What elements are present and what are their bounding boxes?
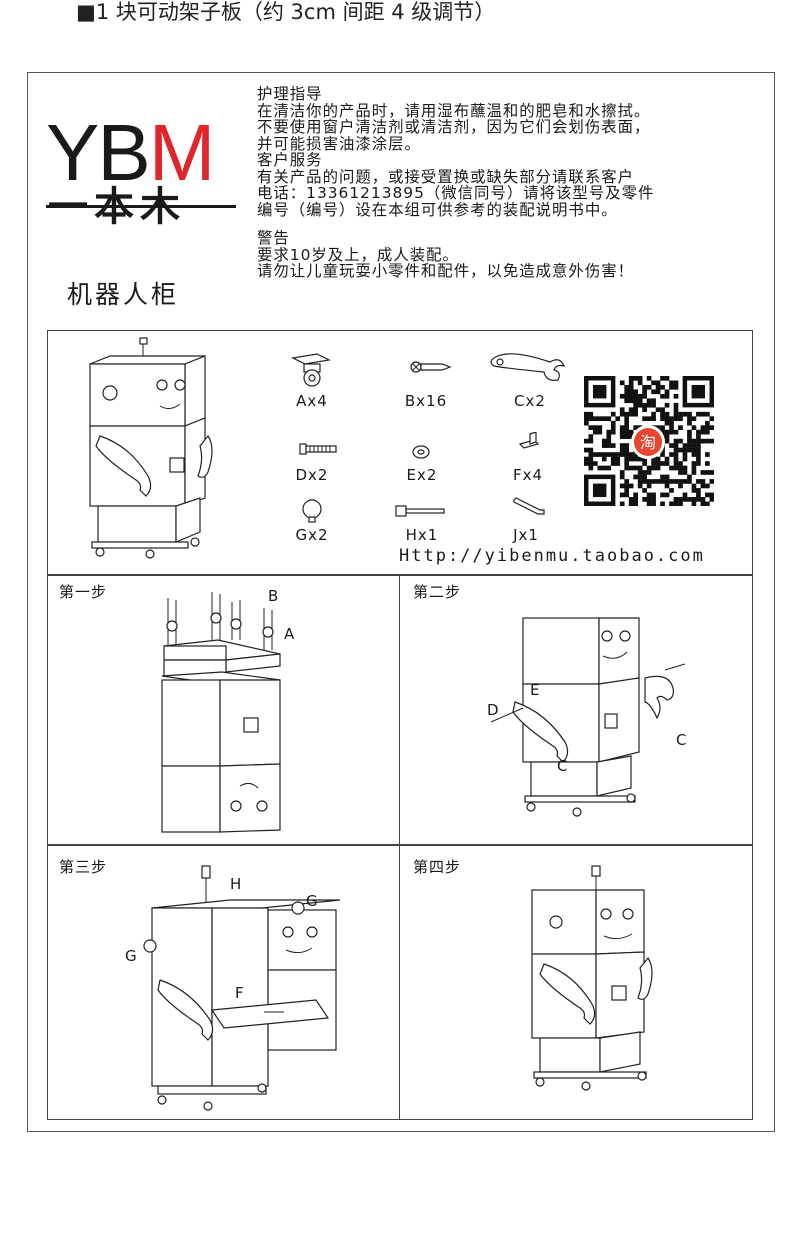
callout-label: E bbox=[530, 681, 540, 699]
callout-label: G bbox=[306, 892, 318, 910]
step-3-illustration bbox=[143, 865, 341, 1111]
part-label: Bx16 bbox=[404, 392, 448, 410]
warning-line: 要求10岁及上，成人装配。 bbox=[257, 245, 459, 264]
step-2-panel bbox=[399, 575, 753, 845]
step-1-illustration bbox=[161, 592, 281, 833]
callout-label: D bbox=[487, 701, 499, 719]
service-line: 编号（编号）设在本组可供参考的装配说明书中。 bbox=[257, 200, 618, 219]
knob-icon bbox=[302, 499, 322, 523]
step-4-panel bbox=[399, 845, 753, 1120]
qr-code bbox=[584, 376, 714, 506]
part-label: Dx2 bbox=[295, 466, 329, 484]
allen-key-icon bbox=[513, 497, 545, 515]
brand-letter-m: M bbox=[148, 108, 216, 197]
wrench-arm-icon bbox=[490, 353, 565, 381]
screw-icon bbox=[410, 361, 452, 373]
service-line: 电话：13361213895（微信同号）请将该型号及零件 bbox=[257, 184, 655, 202]
care-line: 并可能损害油漆涂层。 bbox=[257, 134, 421, 153]
taobao-badge: 淘 bbox=[631, 425, 665, 459]
callout-label: B bbox=[268, 587, 279, 605]
assembled-robot-illustration bbox=[89, 337, 213, 559]
page-heading: ■1 块可动架子板（约 3cm 间距 4 级调节） bbox=[76, 0, 496, 24]
part-label: Fx4 bbox=[512, 466, 544, 484]
service-title: 客户服务 bbox=[257, 151, 323, 169]
callout-label: F bbox=[235, 984, 244, 1002]
brand-letter-y: Y bbox=[46, 108, 99, 197]
part-label: Ex2 bbox=[406, 466, 438, 484]
taobao-badge-text: 淘 bbox=[640, 433, 656, 452]
part-label: Hx1 bbox=[405, 526, 439, 544]
step-2-title: 第二步 bbox=[413, 583, 462, 601]
caster-wheel-icon bbox=[291, 353, 331, 387]
step-2-illustration bbox=[490, 617, 686, 817]
part-label: Ax4 bbox=[296, 392, 328, 410]
antenna-rod-icon bbox=[395, 505, 445, 517]
store-url: Http://yibenmu.taobao.com bbox=[399, 546, 705, 566]
part-label: Jx1 bbox=[513, 526, 539, 544]
bolt-icon bbox=[299, 443, 337, 455]
bracket-icon bbox=[518, 432, 540, 449]
part-label: Cx2 bbox=[514, 392, 546, 410]
brand-letters: YBM bbox=[46, 113, 215, 193]
callout-label: A bbox=[284, 625, 295, 643]
care-title: 护理指导 bbox=[257, 85, 323, 103]
care-instructions: 护理指导 在清洁你的产品时，请用湿布蘸温和的肥皂和水擦拭。 不要使用窗户清洁剂或… bbox=[257, 86, 767, 280]
step-3-title: 第三步 bbox=[59, 858, 108, 876]
care-line: 在清洁你的产品时，请用湿布蘸温和的肥皂和水擦拭。 bbox=[257, 101, 651, 120]
callout-label: C bbox=[676, 731, 687, 749]
product-name: 机器人柜 bbox=[67, 280, 180, 309]
callout-label: C bbox=[557, 757, 568, 775]
care-line: 不要使用窗户清洁剂或清洁剂，因为它们会划伤表面， bbox=[257, 118, 651, 136]
callout-label: G bbox=[125, 947, 137, 965]
step-4-title: 第四步 bbox=[413, 858, 462, 876]
warning-title: 警告 bbox=[257, 229, 290, 247]
warning-line: 请勿让儿童玩耍小零件和配件，以免造成意外伤害！ bbox=[257, 262, 634, 280]
brand-chinese-name: 一本木 bbox=[48, 184, 186, 230]
brand-letter-b: B bbox=[97, 108, 150, 197]
service-line: 有关产品的问题，或接受置换或缺失部分请联系客户 bbox=[257, 167, 634, 186]
brand-logo: YBM 一本木 bbox=[46, 113, 236, 233]
step-4-illustration bbox=[531, 865, 653, 1091]
instruction-sheet bbox=[27, 72, 775, 1132]
parts-list-panel bbox=[47, 330, 753, 575]
part-label: Gx2 bbox=[295, 526, 329, 544]
callout-label: H bbox=[230, 875, 242, 893]
step-1-title: 第一步 bbox=[59, 583, 108, 601]
brand-underline bbox=[46, 205, 236, 208]
washer-icon bbox=[412, 445, 430, 459]
